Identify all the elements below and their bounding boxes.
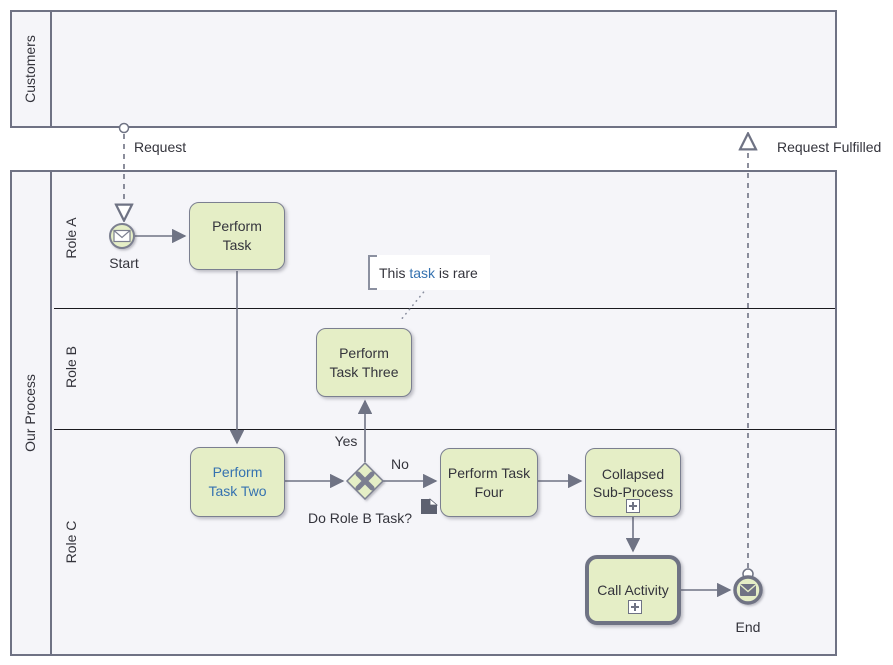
lane-role-c-label: Role C	[63, 520, 79, 564]
task-perform-task[interactable]: Perform Task	[189, 202, 285, 270]
envelope-icon	[113, 229, 131, 243]
task-collapsed-subprocess[interactable]: Collapsed Sub-Process	[585, 448, 681, 517]
text-annotation[interactable]: This task is rare	[368, 255, 490, 290]
task-perform-task-four-label: Perform Task Four	[447, 464, 531, 500]
gateway-yes-label: Yes	[334, 433, 358, 449]
start-event[interactable]	[109, 223, 135, 249]
plus-icon[interactable]	[626, 499, 640, 513]
task-call-activity-label: Call Activity	[597, 581, 669, 598]
annotation-prefix: This	[379, 264, 410, 281]
envelope-filled-icon	[739, 583, 757, 596]
task-call-activity[interactable]: Call Activity	[585, 555, 681, 625]
gateway-no-label: No	[391, 456, 409, 472]
lane-divider-a-b	[54, 308, 835, 309]
lane-divider-b-c	[54, 429, 835, 430]
task-perform-task-three-label: Perform Task Three	[329, 344, 399, 380]
start-event-label: Start	[109, 255, 139, 271]
exclusive-gateway[interactable]	[345, 461, 385, 501]
task-perform-task-four[interactable]: Perform Task Four	[440, 448, 538, 517]
pool-our-process-header	[12, 172, 52, 654]
task-collapsed-subprocess-label: Collapsed Sub-Process	[592, 465, 674, 500]
pool-customers-header	[12, 12, 52, 126]
document-icon[interactable]	[421, 498, 439, 514]
task-perform-task-label: Perform Task	[212, 218, 262, 253]
end-event[interactable]	[733, 575, 763, 605]
pool-our-process[interactable]	[10, 170, 837, 656]
pool-customers-label: Customers	[22, 35, 38, 103]
message-request-fulfilled-label: Request Fulfilled	[777, 139, 882, 155]
gateway-question-label: Do Role B Task?	[307, 510, 412, 526]
task-perform-task-two-label[interactable]: Perform Task Two	[208, 464, 267, 499]
task-perform-task-three[interactable]: Perform Task Three	[316, 328, 412, 397]
lane-role-a-label: Role A	[63, 217, 79, 259]
annotation-association[interactable]	[399, 287, 428, 322]
task-perform-task-two[interactable]: Perform Task Two	[190, 447, 285, 517]
pool-customers[interactable]	[10, 10, 837, 128]
plus-icon[interactable]	[628, 600, 642, 614]
pool-our-process-label: Our Process	[22, 374, 38, 452]
x-marker-icon	[355, 471, 375, 491]
lane-role-b-label: Role B	[63, 345, 79, 389]
end-event-label: End	[735, 619, 761, 635]
annotation-text: This task is rare	[368, 265, 478, 281]
annotation-bracket-icon	[368, 255, 377, 290]
message-request-label: Request	[134, 139, 187, 155]
annotation-task-link[interactable]: task	[409, 264, 436, 281]
annotation-suffix: is rare	[435, 264, 478, 281]
